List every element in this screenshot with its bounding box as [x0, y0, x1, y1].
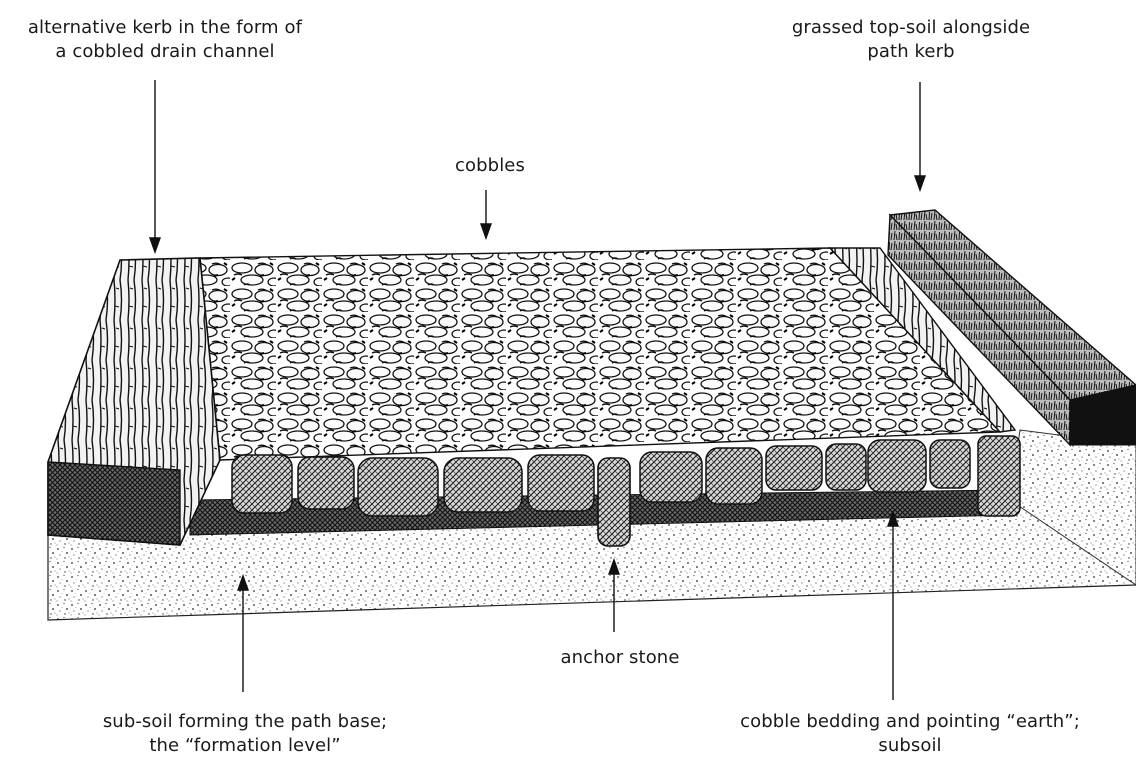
- arrow-cobbles: [481, 190, 491, 238]
- arrow-grassed-topsoil: [915, 82, 925, 190]
- arrow-kerb-channel: [150, 80, 160, 252]
- anchor-stone: [598, 458, 630, 546]
- left-kerb-front-face: [48, 462, 180, 545]
